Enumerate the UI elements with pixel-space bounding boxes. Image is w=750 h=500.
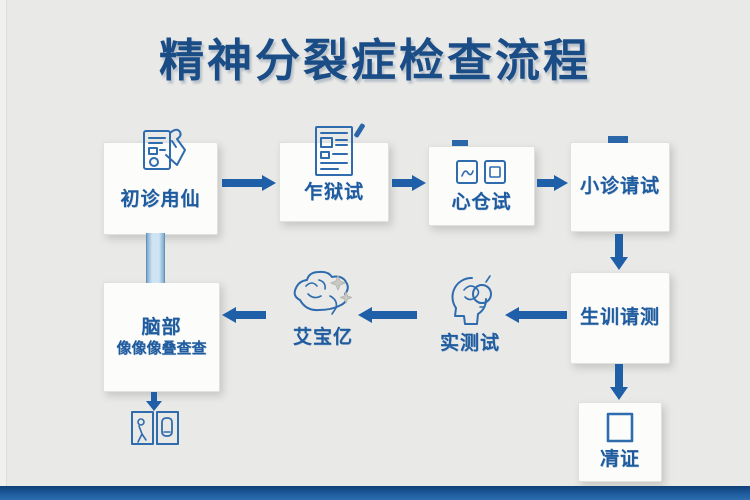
arrow-left-icon <box>222 307 266 323</box>
arrow-down-icon <box>610 364 628 400</box>
brain-icon <box>286 266 360 326</box>
arrow-left-icon <box>358 307 417 323</box>
flow-node-confirm: 凊证 <box>578 402 662 482</box>
flow-node-label: 生训请测 <box>579 307 660 329</box>
arrow-down-icon <box>146 392 162 411</box>
flow-node-lab-test: 实测试 <box>415 272 525 356</box>
picture-frames-icon <box>130 410 180 446</box>
flow-node-label: 乍狱试 <box>303 182 364 204</box>
arrow-right-icon <box>537 175 568 191</box>
arrow-down-icon <box>610 234 628 270</box>
flow-node-initial-diagnosis: 初诊甪仙 <box>103 128 218 235</box>
flow-node-label-line2: 像像像叠查查 <box>116 339 207 357</box>
square-icon <box>605 412 635 444</box>
flow-node-scale-test: 乍狱试 <box>279 126 389 222</box>
document-hand-icon <box>132 127 190 183</box>
page-title: 精神分裂症检查流程 <box>158 35 591 86</box>
flow-node-label: 心仓试 <box>451 191 512 213</box>
arrow-right-icon <box>392 175 426 191</box>
flow-node-label: 初诊甪仙 <box>120 189 201 211</box>
flow-node-memory-test: 艾宝亿 <box>268 266 378 350</box>
head-idea-icon <box>438 272 502 332</box>
flow-node-brain-imaging: 脑部 像像像叠查查 <box>103 282 220 392</box>
flow-node-result-frames <box>130 410 180 446</box>
flow-node-label: 艾宝亿 <box>292 327 353 348</box>
arrow-right-icon <box>222 175 276 191</box>
card-top-tab <box>452 140 468 146</box>
footer-accent-bar <box>0 486 750 500</box>
photo-cards-icon <box>453 158 511 186</box>
vertical-connector <box>146 233 165 283</box>
card-top-tab <box>608 136 628 143</box>
arrow-left-icon <box>505 307 567 323</box>
flow-node-label: 小诊请试 <box>579 176 660 198</box>
document-icon <box>308 123 360 181</box>
flow-node-consult-interview: 小诊请试 <box>570 142 670 232</box>
flow-node-physical-measure: 生训请测 <box>570 272 670 364</box>
flow-node-label: 实测试 <box>439 333 500 354</box>
flow-node-label: 凊证 <box>599 449 640 471</box>
flow-node-psych-test: 心仓试 <box>428 146 535 226</box>
flow-node-label-line1: 脑部 <box>141 316 182 338</box>
